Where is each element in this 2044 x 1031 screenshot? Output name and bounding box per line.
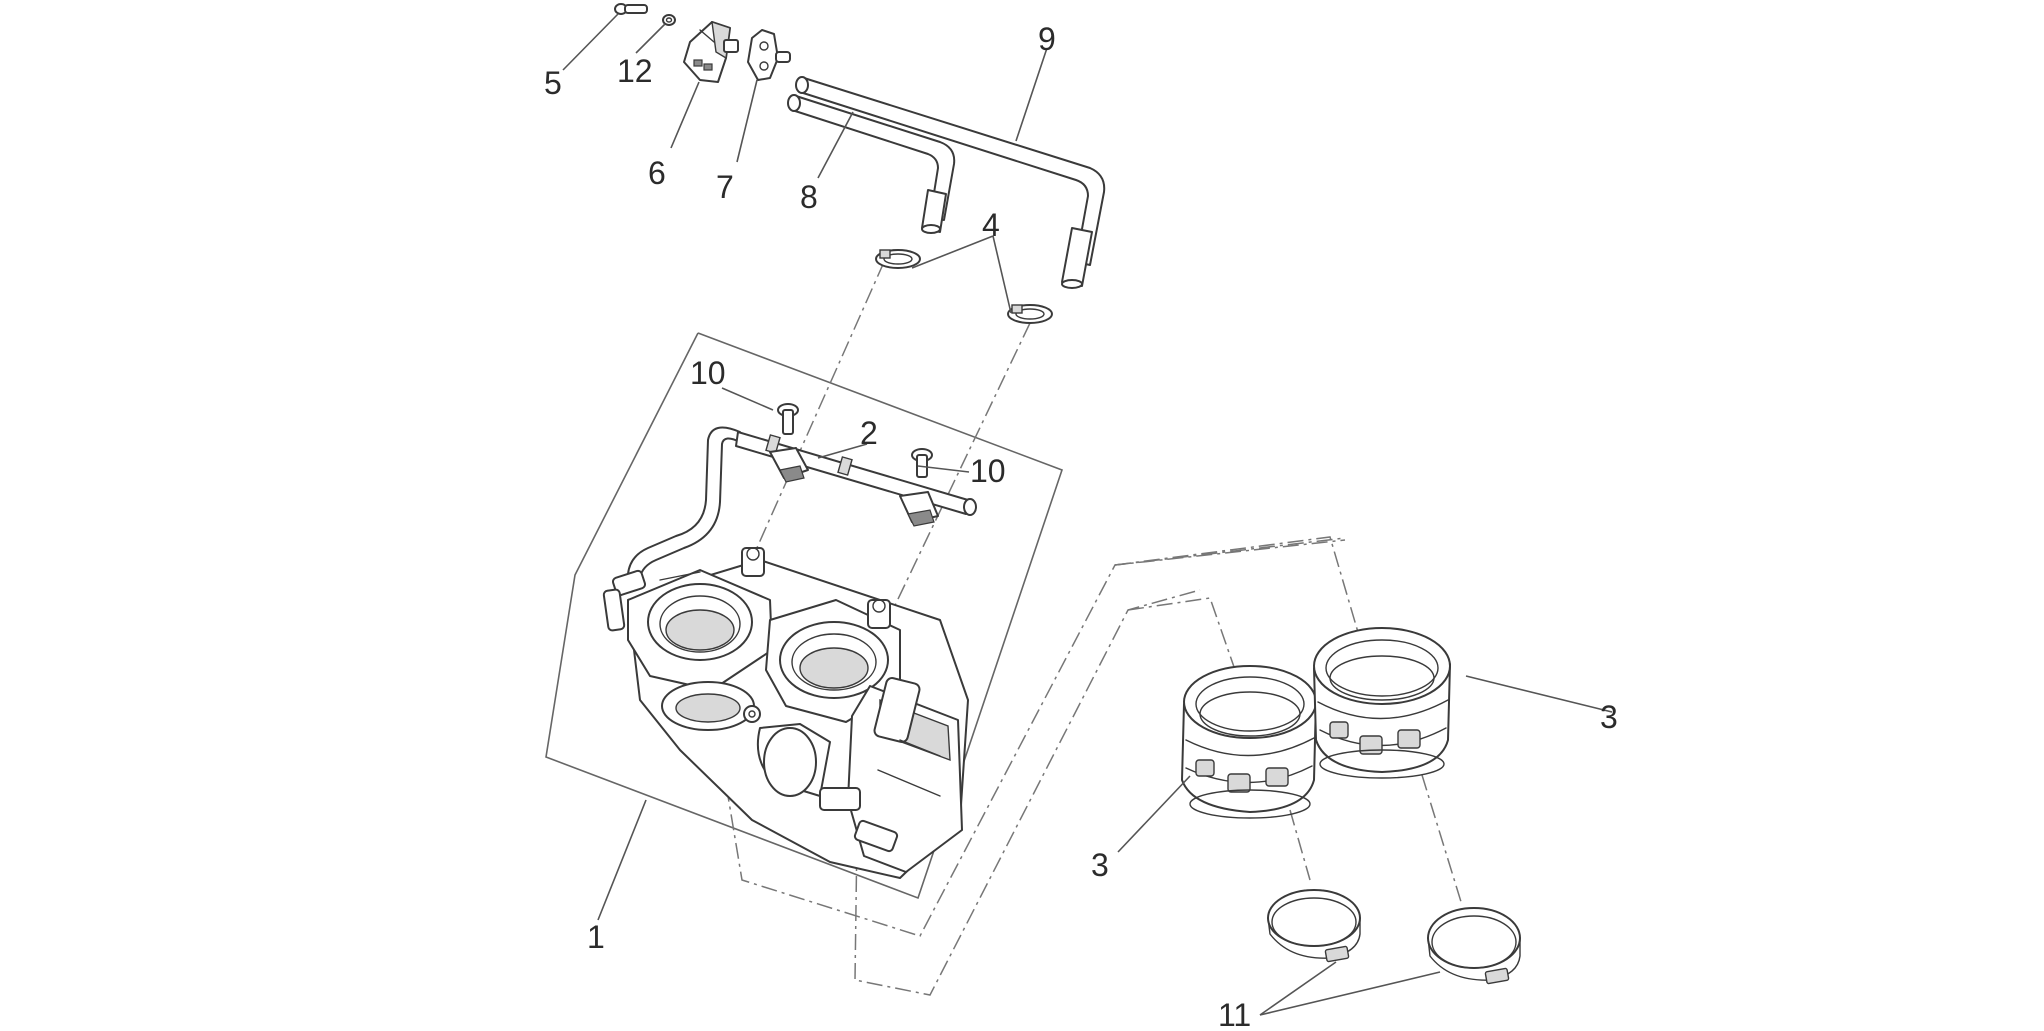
callout-6: 6 bbox=[648, 155, 666, 191]
callout-7: 7 bbox=[716, 169, 734, 205]
band-clamps-part-11 bbox=[1267, 889, 1521, 985]
callout-10-lower: 10 bbox=[970, 453, 1006, 489]
callout-12: 12 bbox=[617, 53, 653, 89]
sensor-bracket-part-7 bbox=[747, 29, 791, 81]
screw-part-5 bbox=[614, 3, 648, 15]
intake-sleeve-left bbox=[1181, 665, 1317, 819]
intake-sleeves-part-3 bbox=[1181, 627, 1451, 819]
throttle-body-assembly-frame bbox=[545, 332, 1064, 900]
washer-part-12 bbox=[662, 14, 676, 26]
hose-clamps-part-4 bbox=[875, 249, 1053, 324]
callout-labels: 5 12 6 7 8 9 4 10 2 10 1 3 3 11 bbox=[544, 21, 1618, 1031]
map-sensor-part-6 bbox=[683, 20, 739, 83]
leader-lines bbox=[562, 13, 1613, 1016]
callout-2: 2 bbox=[860, 415, 878, 451]
callout-10-upper: 10 bbox=[690, 355, 726, 391]
intake-sleeve-right bbox=[1313, 627, 1451, 779]
callout-8: 8 bbox=[800, 179, 818, 215]
callout-1: 1 bbox=[587, 919, 605, 955]
callout-5: 5 bbox=[544, 65, 562, 101]
callout-9: 9 bbox=[1038, 21, 1056, 57]
band-clamp-right bbox=[1427, 907, 1521, 985]
band-clamp-left bbox=[1267, 889, 1361, 963]
callout-3-right: 3 bbox=[1600, 699, 1618, 735]
vacuum-hose-harness-parts-8-9 bbox=[787, 76, 1106, 289]
callout-3-left: 3 bbox=[1091, 847, 1109, 883]
throttle-body-part-1 bbox=[627, 547, 969, 879]
callout-11: 11 bbox=[1218, 997, 1251, 1031]
fuel-rail-part-2 bbox=[602, 426, 977, 632]
screws-part-10 bbox=[777, 403, 933, 478]
callout-4: 4 bbox=[982, 207, 1000, 243]
